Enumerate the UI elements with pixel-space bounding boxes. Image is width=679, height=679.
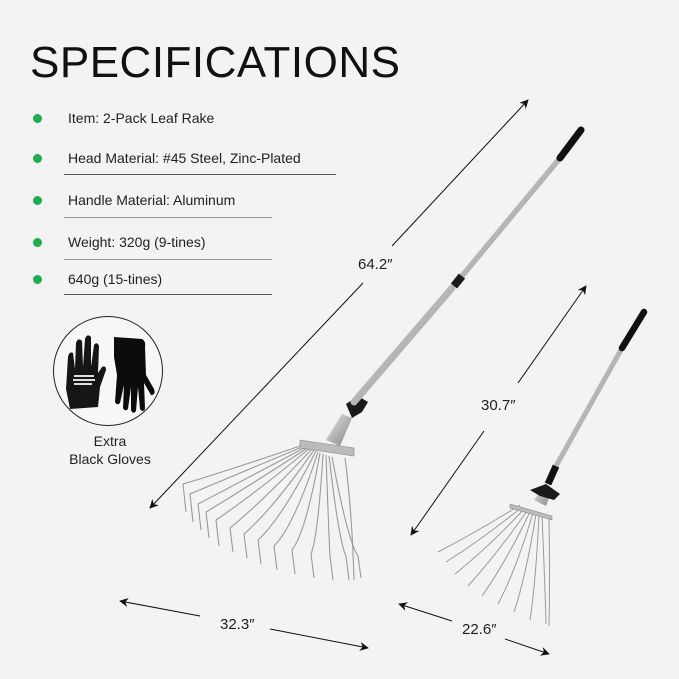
dimension-label-small-width: 22.6″ [462, 621, 497, 638]
spec-item-item: Item: 2-Pack Leaf Rake [0, 106, 320, 136]
dimension-label-large-length: 64.2″ [358, 256, 393, 273]
divider [64, 294, 272, 295]
bullet-icon [33, 275, 42, 284]
gloves-caption-line1: Extra [93, 433, 127, 449]
dimension-arrow-large-width [119, 598, 369, 651]
gloves-image [53, 316, 163, 426]
bullet-icon [33, 238, 42, 247]
spec-text: 640g (15-tines) [68, 271, 163, 287]
divider [64, 217, 272, 218]
bullet-icon [33, 114, 42, 123]
gloves-icon [66, 335, 155, 413]
divider [64, 259, 272, 260]
spec-text: Head Material: #45 Steel, Zinc-Plated [68, 150, 301, 166]
small-rake-image [437, 308, 648, 627]
dimension-label-small-length: 30.7″ [481, 397, 516, 414]
spec-item-weight-large: 640g (15-tines) [0, 267, 320, 297]
spec-text: Item: 2-Pack Leaf Rake [68, 110, 215, 126]
large-rake-image [182, 126, 585, 581]
spec-text: Handle Material: Aluminum [68, 192, 236, 208]
dimension-arrow-large-length [149, 99, 529, 509]
spec-item-head-material: Head Material: #45 Steel, Zinc-Plated [0, 146, 336, 176]
gloves-caption: Extra Black Gloves [40, 432, 180, 468]
dimension-arrow-small-length [410, 285, 587, 536]
dimension-arrow-small-width [398, 602, 550, 656]
spec-text: Weight: 320g (9-tines) [68, 234, 206, 250]
bullet-icon [33, 154, 42, 163]
gloves-caption-line2: Black Gloves [69, 451, 151, 467]
divider [64, 174, 336, 175]
bullet-icon [33, 196, 42, 205]
spec-item-handle-material: Handle Material: Aluminum [0, 188, 320, 218]
spec-item-weight: Weight: 320g (9-tines) [0, 230, 320, 260]
dimension-label-large-width: 32.3″ [220, 616, 255, 633]
page-title: SPECIFICATIONS [30, 38, 401, 87]
